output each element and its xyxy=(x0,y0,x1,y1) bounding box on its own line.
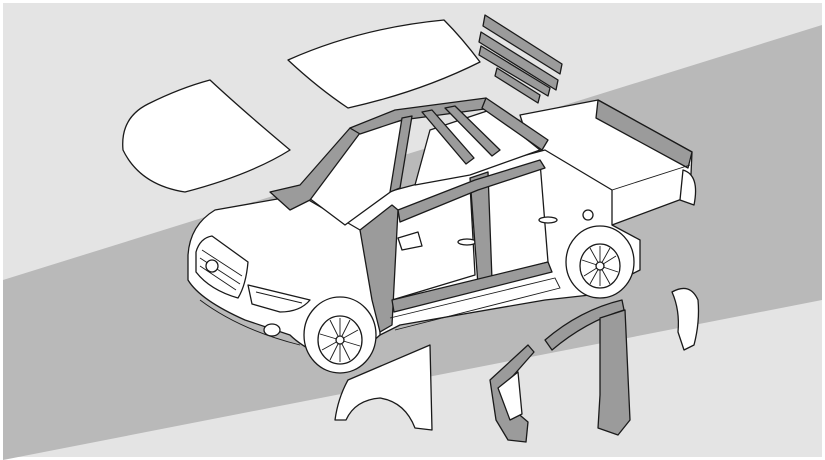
front-wheel xyxy=(303,296,377,374)
front-grille xyxy=(195,235,249,299)
fuel-cap xyxy=(582,209,594,221)
roof-strips xyxy=(478,14,563,104)
fog-light xyxy=(263,323,281,337)
body-frame xyxy=(269,97,553,333)
inner-pillar-left-panel xyxy=(497,371,523,421)
roof-strip xyxy=(478,45,551,97)
door-handle xyxy=(457,238,477,246)
side-mirror xyxy=(397,231,423,251)
roof-panel xyxy=(287,19,481,109)
door-handle xyxy=(538,216,558,224)
roof-strip xyxy=(478,31,559,91)
a-pillar-frame xyxy=(389,115,413,193)
door-header-frame xyxy=(397,159,546,223)
truck-body xyxy=(187,97,641,374)
roof-strip xyxy=(494,67,541,104)
roof-strip xyxy=(482,14,563,75)
front-fender xyxy=(334,344,433,431)
headlight xyxy=(247,284,311,313)
a-pillar-frame xyxy=(359,204,399,333)
roof-bow xyxy=(444,105,501,157)
grille-emblem xyxy=(205,259,219,273)
rear-wheel xyxy=(565,225,635,299)
rocker-sill xyxy=(391,261,553,313)
rear-pillar-trim xyxy=(671,287,700,351)
truck-bed-panel xyxy=(595,99,693,169)
hood-panel xyxy=(122,79,291,193)
inner-pillar-center-lower xyxy=(597,309,631,436)
roof-rail-frame xyxy=(481,97,549,151)
roof-bow xyxy=(421,109,475,165)
